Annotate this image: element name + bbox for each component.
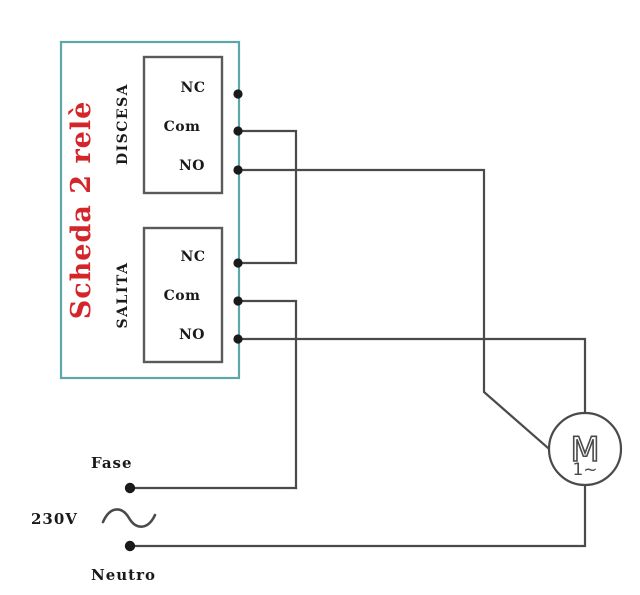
- motor-phase-label: 1~: [572, 460, 597, 480]
- terminal-label-salita-com: Com: [164, 288, 201, 304]
- relay-box-salita: [142, 226, 224, 364]
- terminal-node-discesa-no: [233, 165, 243, 175]
- motor-symbol-circle: [547, 411, 623, 487]
- terminal-node-discesa-com: [233, 126, 243, 136]
- terminal-label-discesa-nc: NC: [181, 80, 206, 96]
- wire-neutro-line: [128, 482, 587, 548]
- terminal-label-salita-no: NO: [179, 327, 205, 343]
- terminal-node-salita-com: [233, 296, 243, 306]
- wire-salita-com-to-fase: [236, 299, 298, 490]
- terminal-node-neutro: [124, 540, 136, 552]
- wire-discesa-com-to-salita-nc: [236, 129, 298, 265]
- terminal-node-group: [124, 89, 243, 552]
- supply-voltage-label: 230V: [31, 510, 78, 528]
- terminal-node-fase: [124, 482, 136, 494]
- channel-label-discesa: DISCESA: [115, 83, 131, 165]
- terminal-node-salita-nc: [233, 258, 243, 268]
- wire-discesa-no-to-motor: [236, 168, 550, 450]
- terminal-label-discesa-com: Com: [164, 119, 201, 135]
- relay-box-discesa: [142, 55, 224, 195]
- supply-neutral-label: Neutro: [91, 566, 156, 584]
- ac-sine-wave-icon: [101, 508, 157, 528]
- terminal-label-salita-nc: NC: [181, 249, 206, 265]
- supply-line-label: Fase: [91, 454, 133, 472]
- terminal-label-discesa-no: NO: [179, 158, 205, 174]
- terminal-node-salita-no: [233, 334, 243, 344]
- channel-label-salita: SALITA: [115, 262, 131, 329]
- wire-salita-no-to-motor: [236, 337, 587, 415]
- terminal-node-discesa-nc: [233, 89, 243, 99]
- board-title: Scheda 2 relè: [66, 101, 97, 320]
- motor-symbol-letter: M: [570, 430, 599, 470]
